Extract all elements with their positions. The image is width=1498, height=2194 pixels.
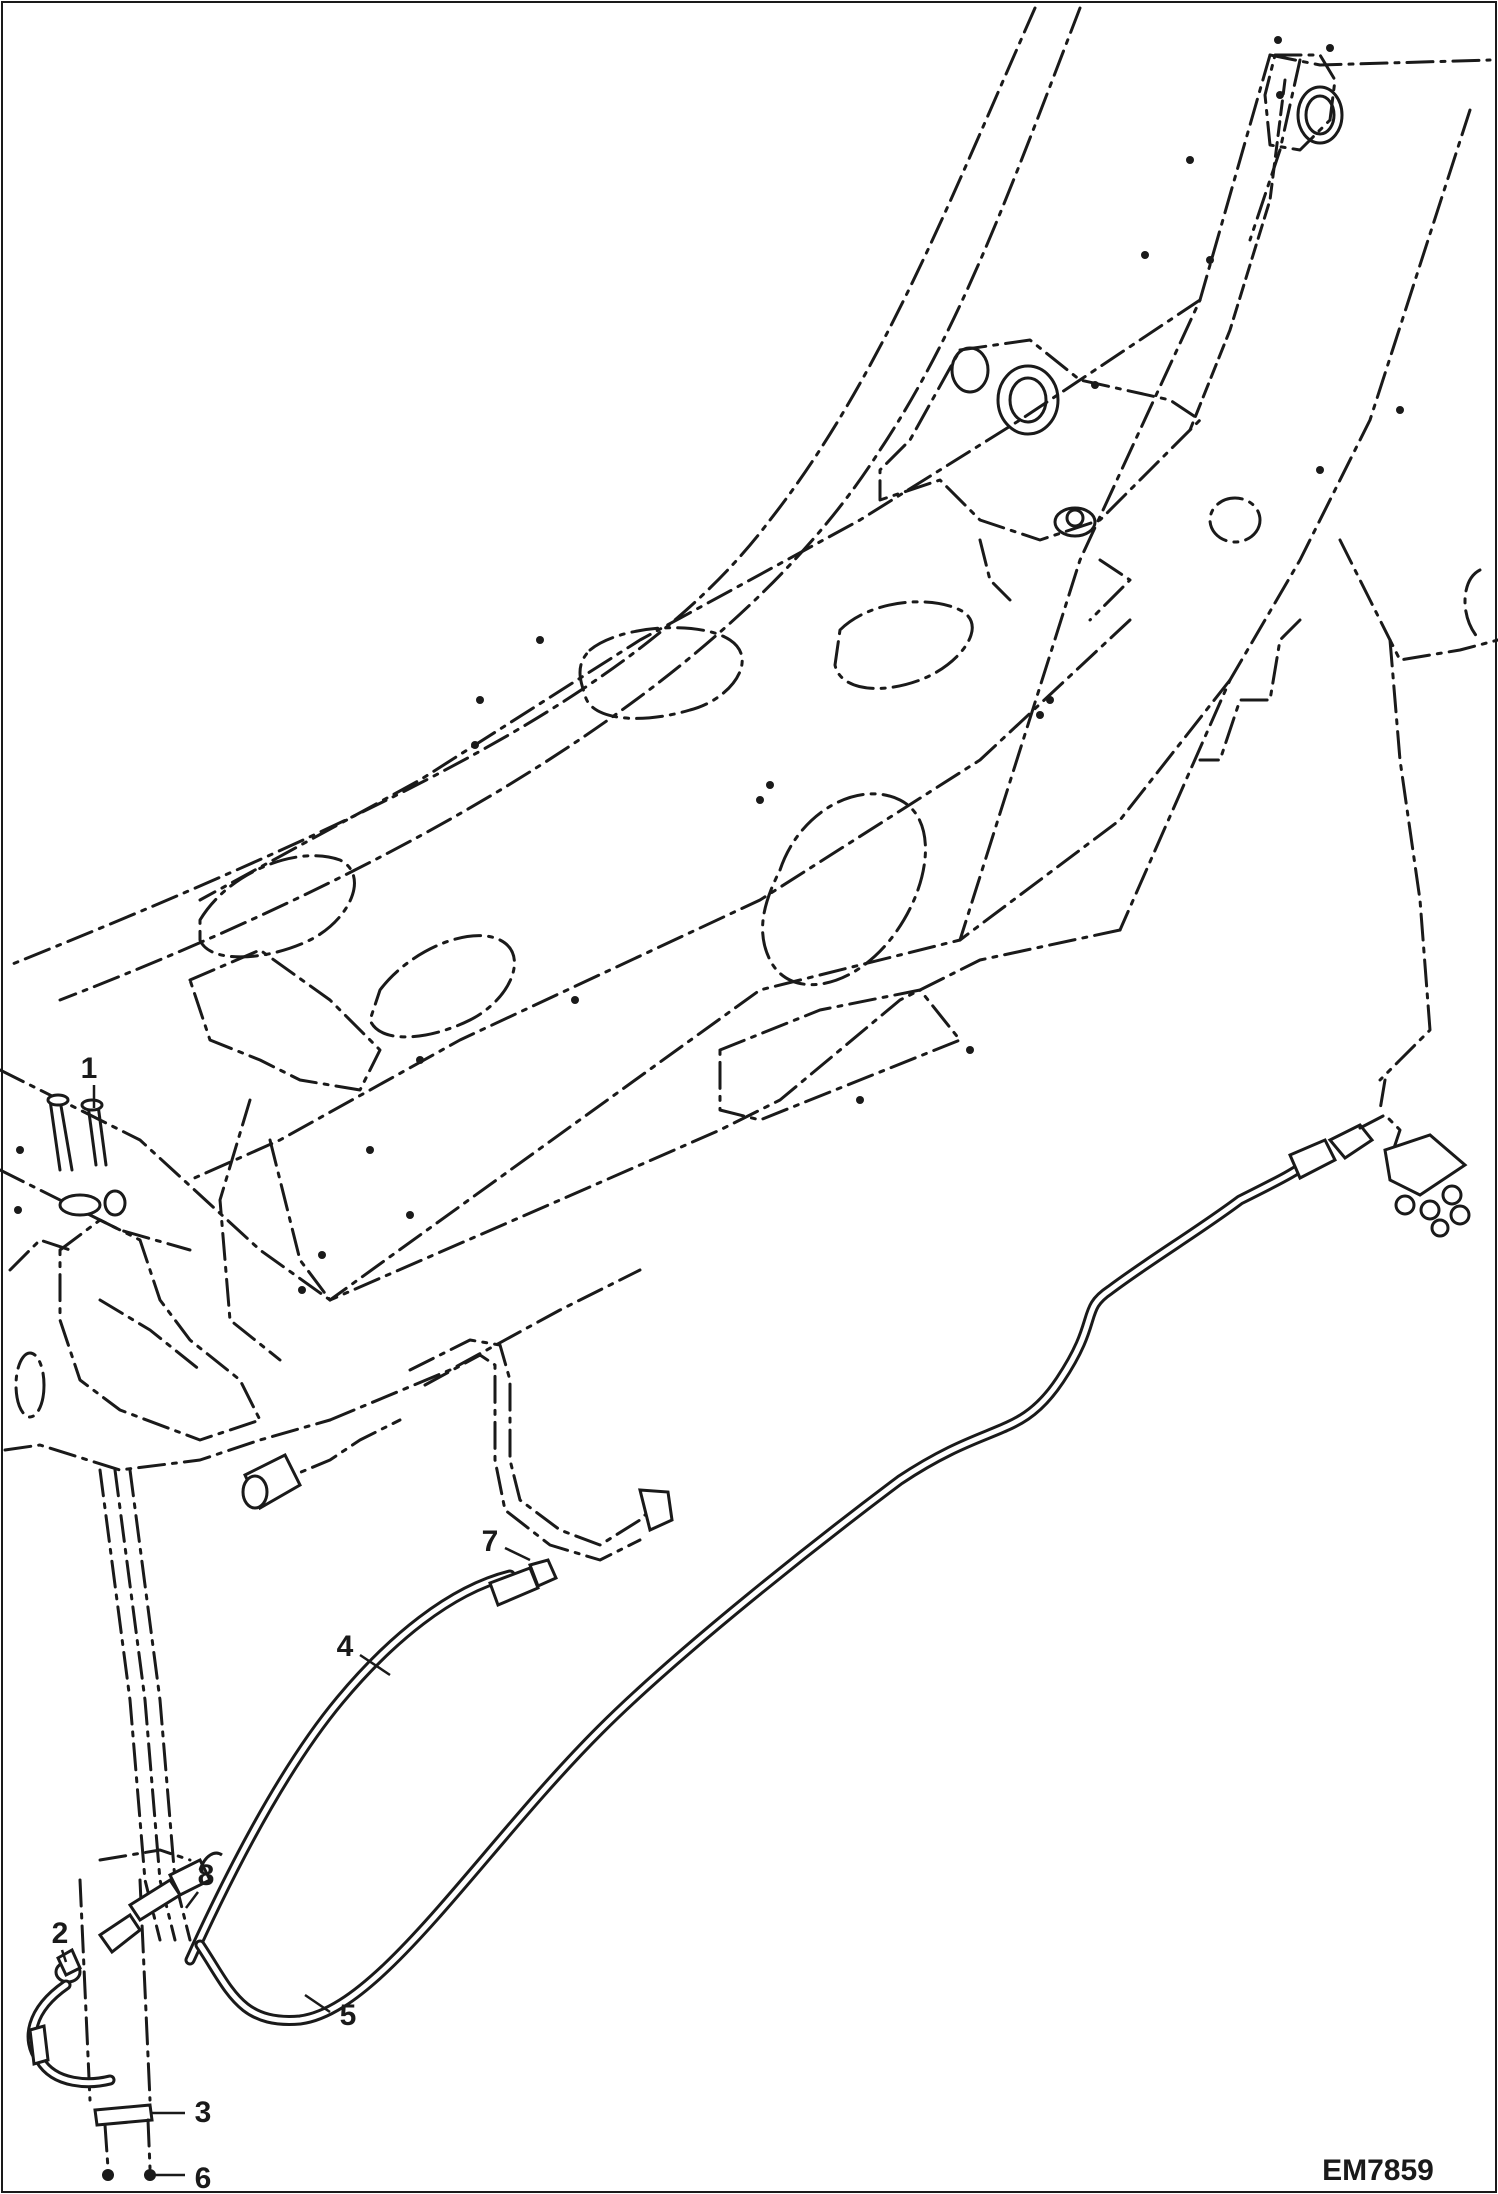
callout-2: 2 [52, 1917, 69, 1963]
callout-1: 1 [81, 1052, 98, 1108]
frame-cutouts [198, 496, 1482, 1039]
callout-6-label: 6 [195, 2162, 212, 2194]
clamp-and-nuts [93, 2103, 156, 2181]
callout-6: 6 [155, 2162, 211, 2194]
tube-routing [78, 1468, 192, 2102]
callout-7-label: 7 [482, 1525, 499, 1558]
figure-id-label: EM7859 [1322, 2154, 1434, 2187]
callout-5-label: 5 [340, 1999, 357, 2032]
boom-mount-bracket [8, 948, 962, 1442]
pivot-bracket [878, 338, 1202, 622]
manifold-block [1327, 1078, 1471, 1238]
callout-3-label: 3 [195, 2096, 212, 2129]
frame-holes [14, 36, 1404, 1294]
bolt-assembly [46, 1093, 127, 1217]
lower-fitting-assembly [26, 1851, 223, 2089]
hose-5 [194, 1138, 1338, 2026]
callout-2-label: 2 [52, 1917, 69, 1950]
callout-5: 5 [304, 1993, 357, 2032]
callout-1-label: 1 [81, 1052, 98, 1085]
callout-4-label: 4 [337, 1630, 354, 1663]
callout-8-label: 8 [198, 1859, 215, 1892]
hose-4 [184, 1558, 558, 1966]
callout-3: 3 [150, 2096, 211, 2129]
callout-7: 7 [482, 1525, 531, 1562]
loader-arm-frame [0, 6, 1498, 1472]
callout-4: 4 [337, 1630, 391, 1677]
rigid-tube [241, 1338, 674, 1562]
callout-8: 8 [185, 1859, 215, 1909]
